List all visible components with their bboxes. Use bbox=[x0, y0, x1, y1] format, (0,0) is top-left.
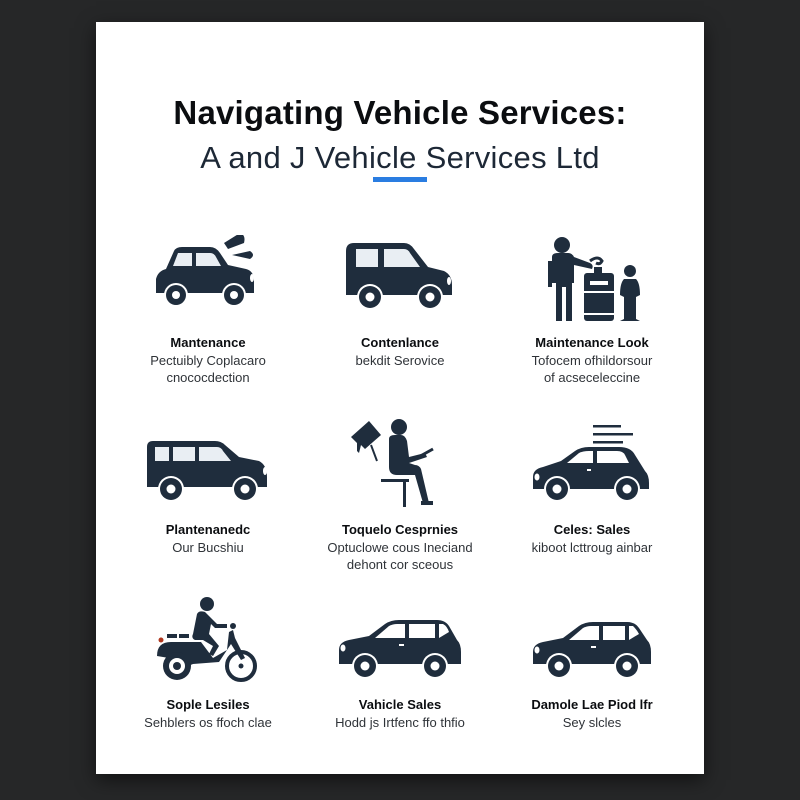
tile-label: Toquelo Cesprnies bbox=[341, 522, 459, 537]
car-with-alert-icon bbox=[108, 235, 308, 315]
accent-divider bbox=[373, 177, 427, 182]
van-icon bbox=[300, 235, 500, 315]
hatchback-icon bbox=[492, 614, 692, 684]
person-fuel-pump-icon bbox=[492, 233, 692, 323]
tile-label: Damole Lae Piod lfr bbox=[531, 697, 653, 712]
fast-car-icon bbox=[492, 421, 692, 506]
seated-person-icon bbox=[300, 417, 500, 512]
tile-description-line2: dehont cor sceous bbox=[346, 557, 454, 572]
page-title: Navigating Vehicle Services: bbox=[173, 94, 627, 131]
tile-description-line1: Sehblers os ffoch clae bbox=[144, 715, 272, 730]
tile-description-line1: Our Bucshiu bbox=[172, 540, 244, 555]
tile-label: Plantenanedc bbox=[165, 522, 251, 537]
tile-description-line2: of acseceleccine bbox=[543, 370, 641, 385]
tile-description-line1: bekdit Serovice bbox=[355, 353, 445, 368]
tile-label: Vahicle Sales bbox=[358, 697, 442, 712]
tile-description-line1: kiboot lcttroug ainbar bbox=[531, 540, 653, 555]
tile-description-line1: Optuclowe cous Ineciand bbox=[327, 540, 473, 555]
minivan-icon bbox=[108, 433, 308, 503]
page-subtitle: A and J Vehicle Services Ltd bbox=[200, 140, 600, 175]
tile-description-line1: Pectuibly Coplacaro bbox=[150, 353, 266, 368]
tile-description-line1: Hodd js Irtfenc ffo thfio bbox=[335, 715, 465, 730]
tile-label: Contenlance bbox=[360, 335, 439, 350]
tile-description-line1: Tofocem ofhildorsour bbox=[531, 353, 653, 368]
infographic-card: Navigating Vehicle Services: A and J Veh… bbox=[96, 22, 704, 774]
motorcycle-rider-icon bbox=[108, 594, 308, 684]
tile-label: Maintenance Look bbox=[535, 335, 649, 350]
tile-label: Mantenance bbox=[170, 335, 246, 350]
tile-description-line1: Sey slcles bbox=[562, 715, 622, 730]
tile-label: Celes: Sales bbox=[553, 522, 631, 537]
suv-icon bbox=[300, 612, 500, 682]
tile-label: Sople Lesiles bbox=[166, 697, 250, 712]
tile-description-line2: cnococdection bbox=[166, 370, 250, 385]
